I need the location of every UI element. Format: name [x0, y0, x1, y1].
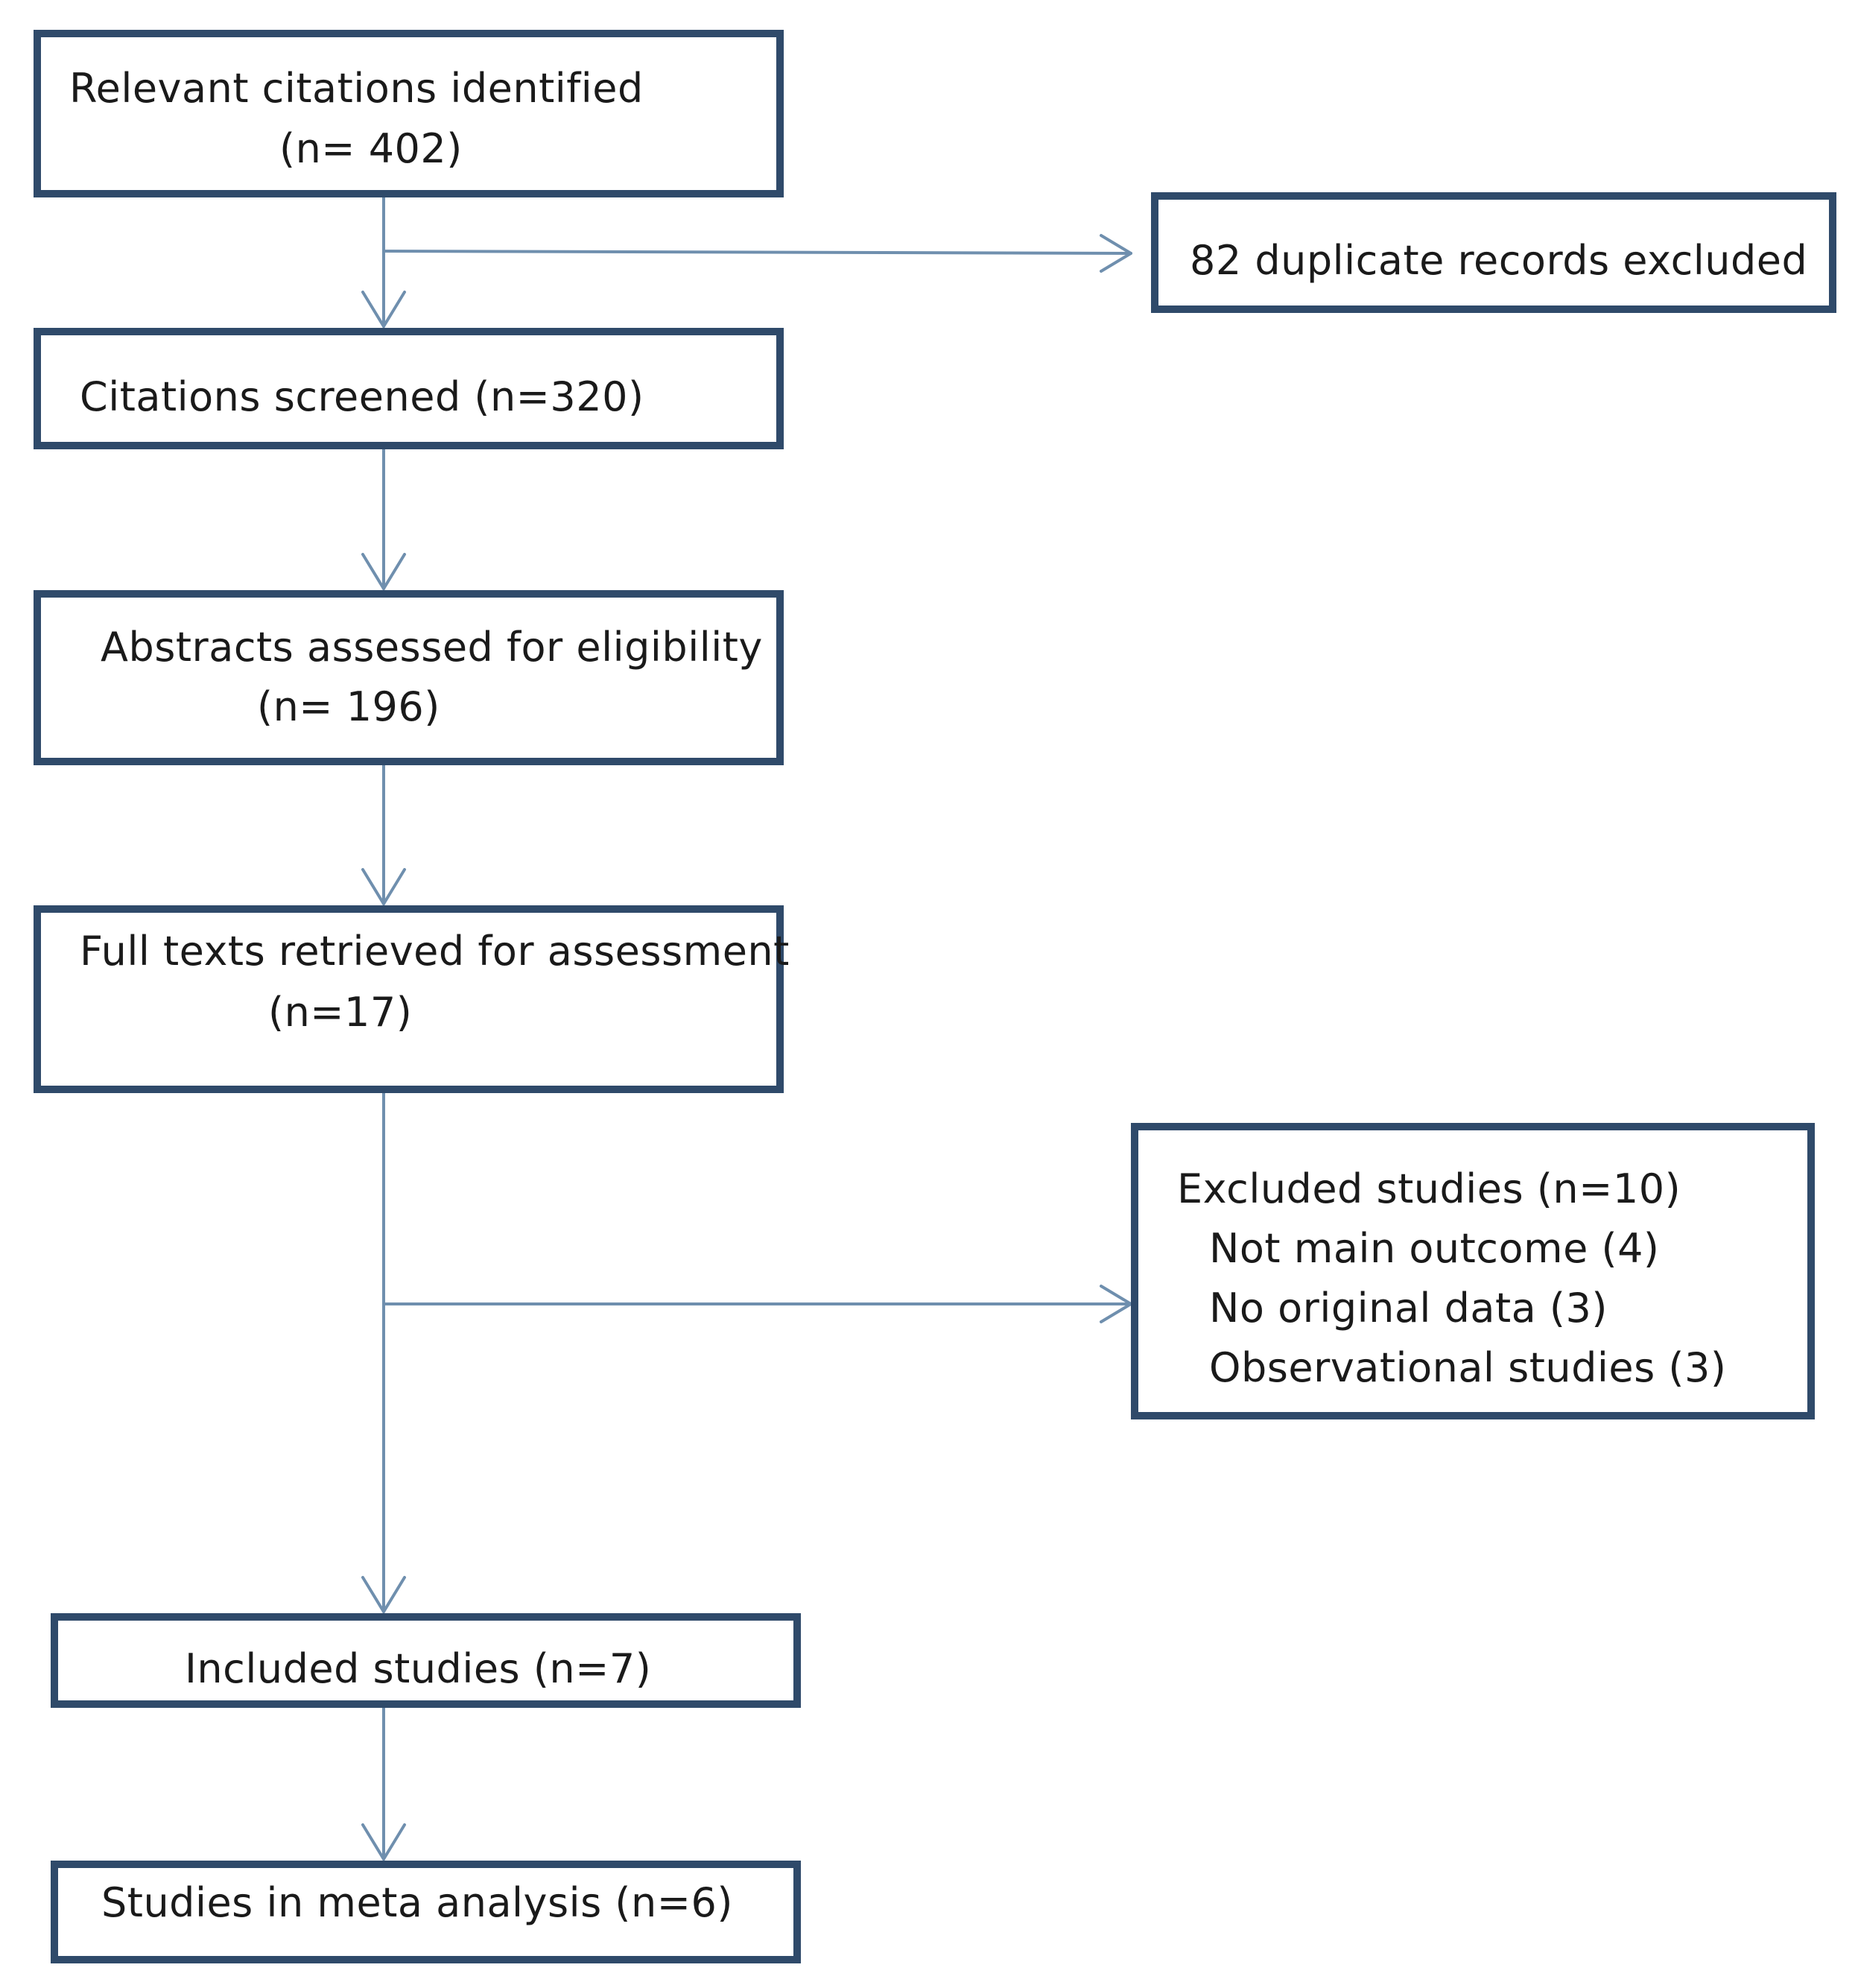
arrowhead-abstracts — [361, 553, 406, 590]
excluded-reason-observational: Observational studies (3) — [1209, 1344, 1727, 1391]
abstracts-count: (n= 196) — [257, 683, 440, 730]
arrowhead-included — [361, 1576, 406, 1613]
identified-box: Relevant citations identified (n= 402) — [34, 30, 784, 197]
duplicates-box: 82 duplicate records excluded — [1151, 192, 1836, 313]
excluded-label: Excluded studies (n=10) — [1177, 1165, 1681, 1212]
arrowhead-meta — [361, 1823, 406, 1861]
arrowhead-duplicates — [1100, 234, 1132, 273]
excluded-box: Excluded studies (n=10) Not main outcome… — [1131, 1123, 1815, 1419]
arrowhead-screened — [361, 291, 406, 328]
excluded-reason-data: No original data (3) — [1209, 1285, 1608, 1332]
abstracts-box: Abstracts assessed for eligibility (n= 1… — [34, 590, 784, 765]
screened-label: Citations screened (n=320) — [80, 373, 644, 420]
arrow-to-duplicates — [382, 250, 1132, 255]
identified-count: (n= 402) — [279, 125, 463, 172]
included-box: Included studies (n=7) — [51, 1613, 801, 1708]
identified-label: Relevant citations identified — [69, 65, 644, 112]
duplicates-label: 82 duplicate records excluded — [1190, 237, 1808, 284]
excluded-reason-outcome: Not main outcome (4) — [1209, 1225, 1660, 1272]
meta-label: Studies in meta analysis (n=6) — [101, 1879, 733, 1926]
fulltext-box: Full texts retrieved for assessment (n=1… — [34, 905, 789, 1093]
abstracts-label: Abstracts assessed for eligibility — [101, 624, 763, 671]
screened-box: Citations screened (n=320) — [34, 328, 784, 449]
included-label: Included studies (n=7) — [185, 1645, 652, 1692]
arrowhead-fulltext — [361, 868, 406, 905]
fulltext-label: Full texts retrieved for assessment — [80, 928, 790, 975]
meta-box: Studies in meta analysis (n=6) — [51, 1861, 801, 1963]
fulltext-count: (n=17) — [268, 989, 413, 1036]
